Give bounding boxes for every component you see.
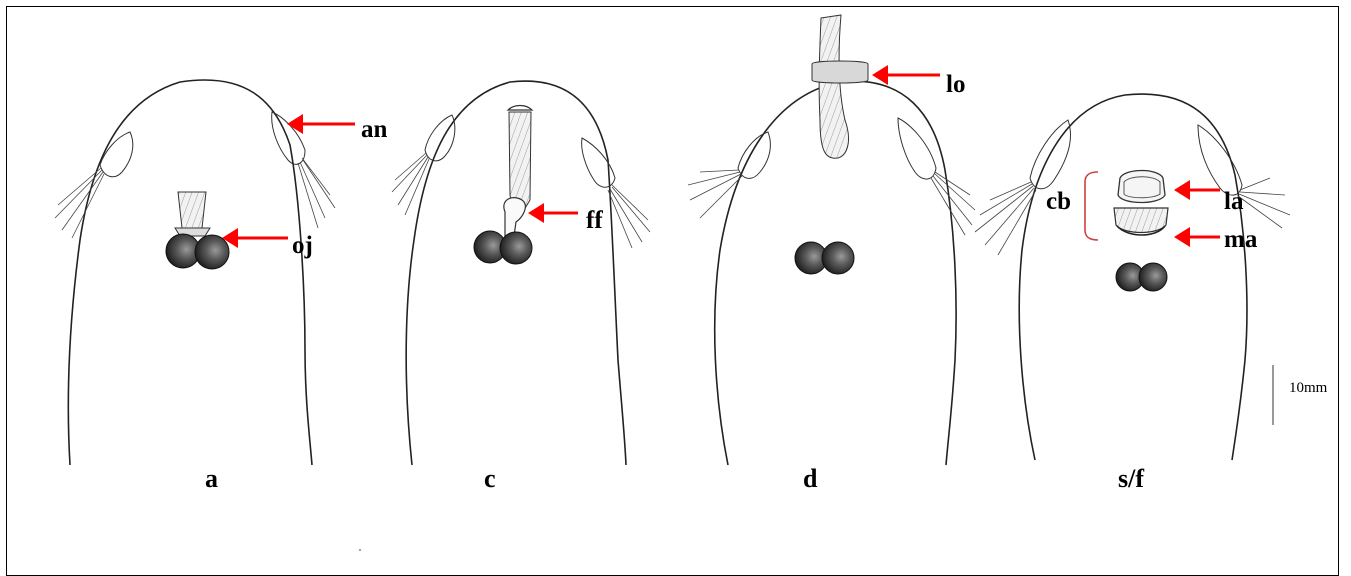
panel-d-drawing (688, 15, 975, 465)
panel-label-d: d (803, 464, 818, 493)
panel-c-drawing (392, 81, 650, 465)
panel-d-right-eye (822, 242, 854, 274)
panel-label-a: a (205, 464, 218, 493)
panel-label-c: c (484, 464, 496, 493)
panel-sf-right-eye (1139, 263, 1167, 291)
scale-bar-label: 10mm (1289, 380, 1328, 396)
annotation-la: la (1174, 180, 1244, 215)
panel-d-lobe-tube (819, 15, 848, 158)
panel-c-right-eye (500, 232, 532, 264)
label-ma: ma (1224, 226, 1258, 253)
panel-c-right-setae (608, 185, 650, 248)
panel-d-lobe-ring (812, 61, 868, 83)
annotation-oj: oj (222, 228, 313, 259)
panel-sf-drawing (975, 94, 1290, 460)
label-lo: lo (946, 71, 965, 98)
scale-bar: 10mm (1273, 365, 1328, 425)
label-la: la (1224, 188, 1244, 215)
panel-d-right-setae (931, 172, 975, 235)
panel-c-left-antenna (425, 115, 455, 161)
panel-a-right-setae (298, 158, 335, 228)
panel-a-drawing (55, 80, 335, 465)
annotation-ma: ma (1174, 226, 1258, 253)
panel-sf-mandible (1114, 208, 1168, 233)
panel-c-feeding-filament (504, 198, 526, 236)
panel-a-left-setae (55, 168, 104, 238)
panel-c-left-setae (392, 153, 429, 215)
annotation-ff: ff (528, 203, 603, 234)
panel-a-mouth-tube (178, 192, 206, 228)
annotation-an: an (287, 114, 388, 143)
label-an: an (361, 116, 388, 143)
speck (359, 549, 361, 551)
label-ff: ff (586, 207, 603, 234)
label-oj: oj (292, 232, 313, 259)
panel-c-feeding-tube (509, 112, 531, 210)
annotation-cb: cb (1046, 172, 1098, 240)
panel-label-sf: s/f (1118, 464, 1144, 493)
annotation-lo: lo (872, 65, 965, 98)
panel-a-right-eye (195, 235, 229, 269)
panel-sf-right-setae (1238, 178, 1290, 228)
panel-a-left-antenna (100, 132, 133, 177)
label-cb: cb (1046, 188, 1071, 215)
panel-c-tube-cap (508, 106, 532, 111)
